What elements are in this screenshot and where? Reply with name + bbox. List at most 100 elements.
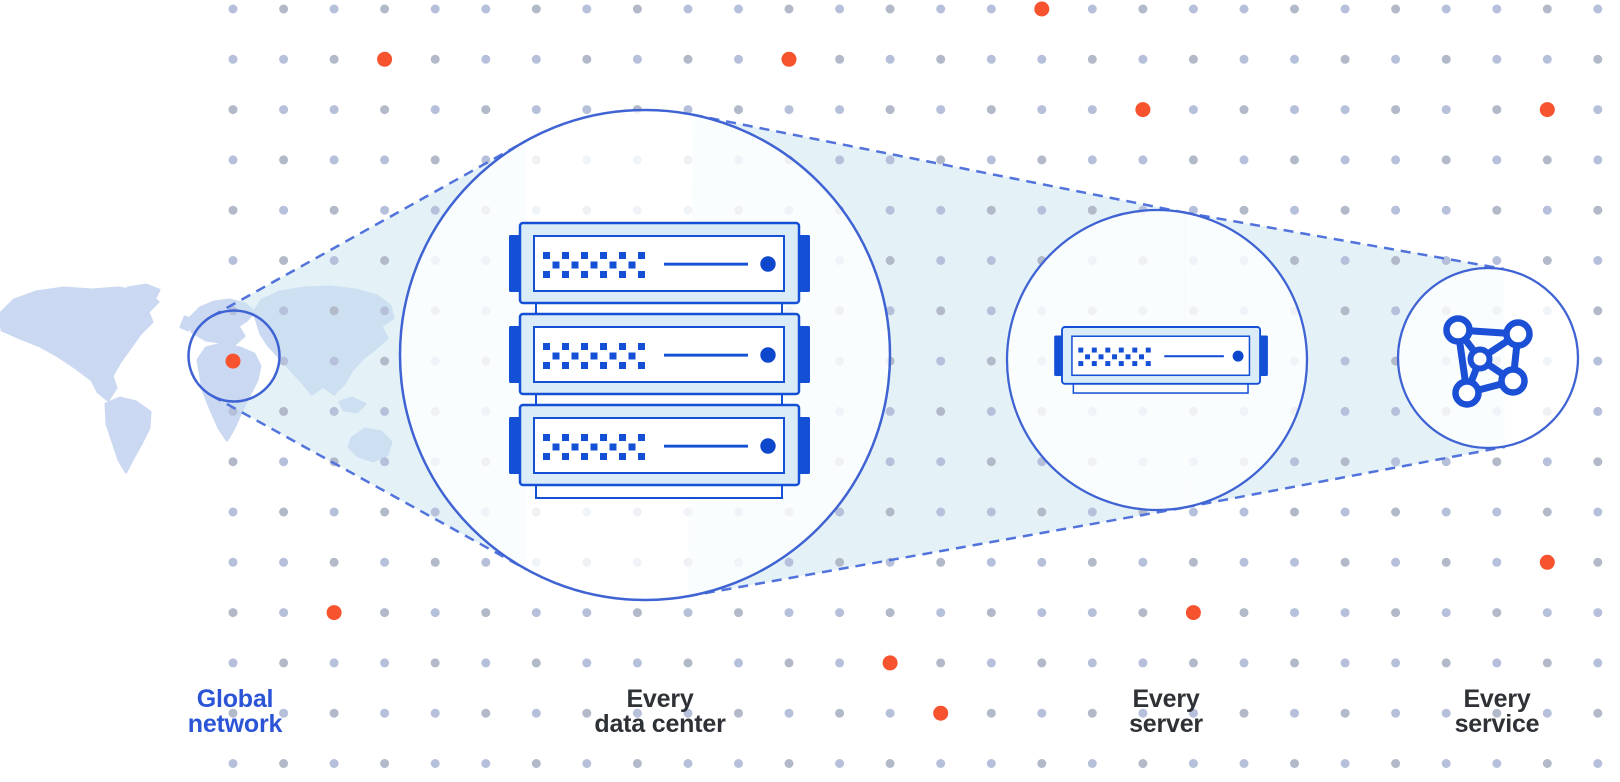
grid-dot xyxy=(1138,4,1148,14)
grid-dot xyxy=(1087,708,1097,718)
grid-dot xyxy=(1441,105,1451,115)
grid-dot xyxy=(430,708,440,718)
grid-dot xyxy=(835,608,845,618)
grid-dot xyxy=(329,306,339,316)
grid-dot xyxy=(1593,608,1603,618)
grid-dot xyxy=(1542,4,1552,14)
grid-dot xyxy=(228,457,238,467)
grid-dot xyxy=(1290,457,1299,467)
accent-dot xyxy=(933,705,949,721)
grid-dot xyxy=(936,658,946,668)
grid-dot xyxy=(329,759,339,768)
grid-dot xyxy=(1542,256,1552,265)
grid-dot xyxy=(531,54,541,64)
grid-dot xyxy=(1391,457,1401,467)
grid-dot xyxy=(734,759,743,768)
grid-dot xyxy=(885,54,895,64)
grid-dot xyxy=(430,507,440,517)
grid-dot xyxy=(1239,155,1249,165)
grid-dot xyxy=(1138,759,1148,768)
grid-dot xyxy=(632,708,642,718)
label-line: Global xyxy=(196,685,274,713)
beam-dashes xyxy=(211,113,1506,598)
grid-dot xyxy=(986,256,996,265)
grid-dot xyxy=(1188,507,1198,517)
grid-dot xyxy=(1188,105,1198,115)
grid-dot xyxy=(784,608,794,618)
grid-dot xyxy=(986,457,996,467)
grid-dot xyxy=(380,155,390,165)
grid-dot xyxy=(531,759,541,768)
accent-dot xyxy=(1135,102,1151,118)
grid-dot xyxy=(380,406,390,416)
beam-dash-bottom-3 xyxy=(1184,445,1506,509)
grid-dot xyxy=(1441,708,1451,718)
grid-dot xyxy=(1340,4,1350,14)
grid-dot xyxy=(279,708,289,718)
grid-dot xyxy=(986,557,996,567)
mesh-node xyxy=(1452,378,1482,408)
mesh-node xyxy=(1443,315,1473,345)
grid-dot xyxy=(683,105,693,115)
grid-dot xyxy=(1087,507,1097,517)
grid-dot xyxy=(835,54,845,64)
accent-dot xyxy=(781,51,797,67)
grid-dot xyxy=(1188,205,1198,215)
grid-dot xyxy=(936,54,946,64)
grid-dot xyxy=(279,256,289,265)
label-line: Every xyxy=(1132,685,1200,713)
grid-dot xyxy=(380,4,390,14)
grid-dot xyxy=(380,507,390,517)
grid-dot xyxy=(228,557,238,567)
grid-dot xyxy=(784,658,794,668)
grid-dot xyxy=(380,608,390,618)
grid-dot xyxy=(986,205,996,215)
grid-dot xyxy=(683,658,693,668)
grid-dot xyxy=(936,4,946,14)
grid-dot xyxy=(835,759,845,768)
grid-dot xyxy=(986,356,996,366)
grid-dot xyxy=(1441,4,1451,14)
grid-dot xyxy=(986,608,996,618)
grid-dot xyxy=(632,759,642,768)
grid-dot xyxy=(1290,658,1299,668)
grid-dot xyxy=(329,406,339,416)
grid-dot xyxy=(1542,205,1552,215)
grid-dot xyxy=(1239,54,1249,64)
grid-dot xyxy=(1441,155,1451,165)
map-focus-circle xyxy=(187,309,281,403)
grid-dot xyxy=(936,507,946,517)
grid-dot xyxy=(228,759,238,768)
grid-dot xyxy=(1441,205,1451,215)
grid-dot xyxy=(430,155,440,165)
grid-dot xyxy=(734,4,743,14)
grid-dot xyxy=(1290,4,1299,14)
grid-dot xyxy=(481,557,491,567)
grid-dot xyxy=(582,4,592,14)
grid-dot xyxy=(1492,105,1502,115)
grid-dot xyxy=(1492,608,1502,618)
grid-dot xyxy=(1391,205,1401,215)
grid-dot xyxy=(1188,155,1198,165)
server-rack-icon xyxy=(509,221,810,499)
grid-dot xyxy=(430,759,440,768)
grid-dot xyxy=(734,658,743,668)
label-every-server: Every server xyxy=(1016,687,1316,737)
grid-dot xyxy=(531,708,541,718)
grid-dot xyxy=(1037,708,1047,718)
grid-dot xyxy=(986,4,996,14)
grid-dot xyxy=(279,306,289,316)
grid-dot xyxy=(885,155,895,165)
accent-dot xyxy=(1034,1,1050,17)
grid-dot xyxy=(380,759,390,768)
grid-dot xyxy=(1239,4,1249,14)
grid-dot xyxy=(1593,256,1603,265)
server-unit xyxy=(509,403,810,499)
grid-dot xyxy=(1593,457,1603,467)
grid-dot xyxy=(329,507,339,517)
grid-dot xyxy=(1188,759,1198,768)
grid-dot xyxy=(1037,205,1047,215)
grid-dot xyxy=(481,708,491,718)
accent-dot xyxy=(1539,554,1555,570)
grid-dot xyxy=(936,457,946,467)
